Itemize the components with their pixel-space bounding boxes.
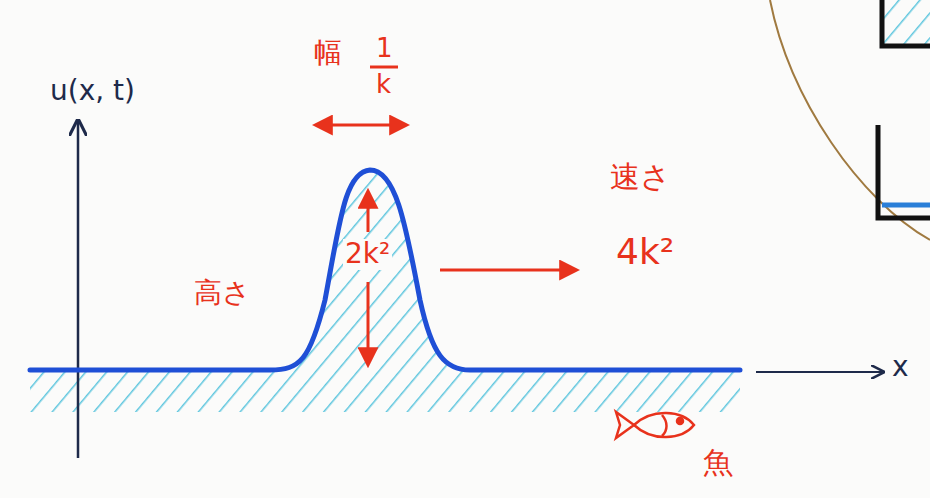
tank-sketch — [882, 0, 930, 46]
fraction-numerator: 1 — [374, 34, 395, 63]
soliton-wave — [30, 170, 740, 370]
height-label: 高さ — [192, 278, 253, 309]
width-label: 幅 — [312, 38, 344, 69]
fraction-bar — [370, 66, 398, 69]
speed-arrow — [440, 269, 576, 272]
x-axis — [756, 371, 882, 373]
width-arrow — [316, 124, 406, 127]
speed-value: 4k² — [614, 232, 676, 272]
axis-label: u(x, t) — [48, 76, 137, 107]
water-hatch — [30, 170, 740, 412]
speed-label: 速さ — [608, 160, 673, 193]
fish-icon — [616, 412, 694, 438]
water-line — [882, 203, 930, 208]
fraction-denominator: k — [374, 70, 393, 99]
height-arrow — [367, 192, 370, 232]
axis-label: x — [890, 352, 911, 383]
height-value: 2k² — [343, 239, 392, 270]
height-arrow — [367, 282, 370, 364]
tank-sketch — [878, 125, 930, 218]
fish-label: 魚 — [701, 446, 735, 479]
u-axis — [77, 122, 80, 458]
